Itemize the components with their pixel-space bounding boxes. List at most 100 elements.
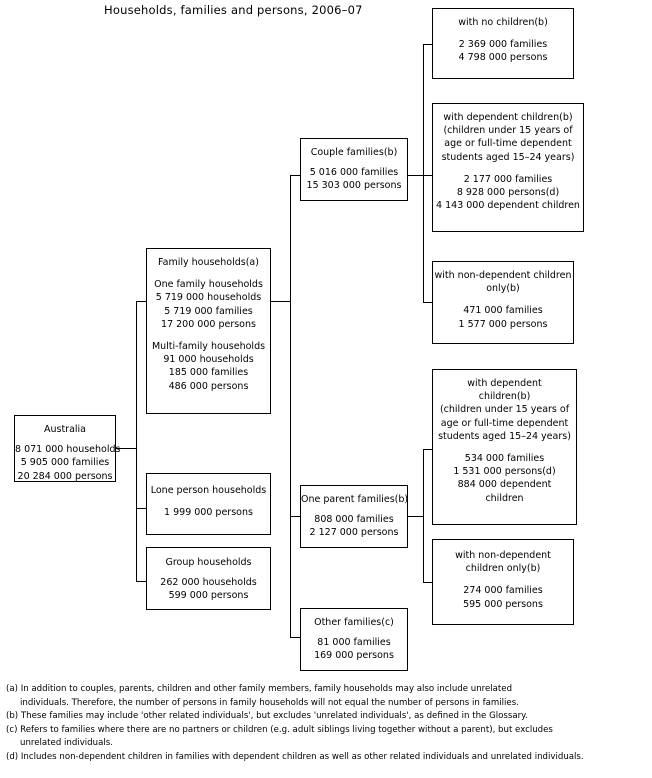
node-australia-header: Australia: [43, 424, 87, 435]
node-family-households[interactable]: Family households(a) One family househol…: [146, 248, 271, 414]
node-op-non-dependent-children[interactable]: with non-dependent children only(b) 274 …: [432, 539, 574, 625]
node-other-families-line-1: 169 000 persons: [314, 650, 394, 662]
node-couple-dependent-children-line-0: 2 177 000 families: [463, 173, 553, 185]
node-op-dependent-children-line-1: 1 531 000 persons(d): [453, 466, 556, 478]
footnote-c-line-2: unrelated individuals.: [20, 738, 113, 749]
node-family-households-group2-header: Multi-family households: [151, 341, 266, 353]
connector-to-group-households: [136, 581, 146, 582]
node-group-households-line-1: 599 000 persons: [168, 590, 249, 602]
footnote-a-line-2: individuals. Therefore, the number of pe…: [20, 697, 519, 708]
node-one-parent-families[interactable]: One parent families(b) 808 000 families …: [300, 485, 408, 548]
node-one-parent-families-line-1: 2 127 000 persons: [309, 527, 399, 539]
footnotes: (a) In addition to couples, parents, chi…: [6, 683, 646, 765]
connector-level2-spine: [136, 301, 137, 581]
node-other-families[interactable]: Other families(c) 81 000 families 169 00…: [300, 608, 408, 671]
spacer: [147, 269, 270, 278]
node-op-non-dependent-children-line-0: 274 000 families: [463, 585, 543, 597]
node-family-households-group1-line-1: 5 719 000 families: [164, 305, 253, 317]
node-family-households-header: Family households(a): [158, 257, 259, 268]
connector-to-op-dependent-children: [423, 449, 432, 450]
node-op-non-dependent-children-header-1: children only(b): [465, 563, 541, 575]
node-one-parent-families-line-0: 808 000 families: [314, 514, 394, 526]
node-family-households-group2-line-1: 185 000 families: [168, 367, 249, 379]
spacer: [15, 436, 115, 443]
node-op-non-dependent-children-line-1: 595 000 persons: [463, 598, 543, 610]
node-couple-dependent-children-header-1: (children under 15 years of: [443, 125, 573, 137]
node-couple-non-dependent-children-line-0: 471 000 families: [463, 305, 543, 317]
node-couple-non-dependent-children[interactable]: with non-dependent children only(b) 471 …: [432, 261, 574, 344]
node-other-families-header: Other families(c): [314, 617, 394, 628]
node-australia-line-1: 5 905 000 families: [20, 457, 110, 469]
node-couple-non-dependent-children-header-0: with non-dependent children: [434, 270, 572, 281]
connector-to-family-households: [136, 301, 146, 302]
node-couple-dependent-children-line-1: 8 928 000 persons(d): [456, 187, 560, 199]
spacer: [433, 295, 573, 304]
footnote-b: (b) These families may include 'other re…: [6, 711, 528, 722]
node-couple-non-dependent-children-line-1: 1 577 000 persons: [458, 318, 548, 330]
spacer: [147, 569, 270, 576]
node-couple-non-dependent-children-header-1: only(b): [486, 283, 520, 295]
node-group-households[interactable]: Group households 262 000 households 599 …: [146, 547, 271, 610]
node-couple-dependent-children[interactable]: with dependent children(b) (children und…: [432, 103, 584, 232]
node-couple-dependent-children-header-0: with dependent children(b): [443, 112, 573, 123]
connector-to-couple-non-dependent-children: [423, 302, 432, 303]
connector-to-op-non-dependent-children: [423, 582, 432, 583]
node-couple-dependent-children-header-3: students aged 15–24 years): [441, 151, 575, 163]
node-op-dependent-children-line-0: 534 000 families: [464, 453, 545, 465]
node-op-dependent-children-header-4: students aged 15–24 years): [438, 430, 571, 442]
connector-family-households-out: [271, 301, 290, 302]
connector-to-couple-dependent-children: [423, 175, 432, 176]
node-lone-person-households[interactable]: Lone person households 1 999 000 persons: [146, 473, 271, 535]
node-couple-families-line-0: 5 016 000 families: [309, 167, 399, 179]
node-australia[interactable]: Australia 8 071 000 households 5 905 000…: [14, 415, 121, 482]
node-family-households-group2-line-2: 486 000 persons: [168, 380, 249, 392]
node-op-dependent-children-line-2: 884 000 dependent: [457, 479, 552, 491]
node-family-households-group1-line-0: 5 719 000 households: [155, 292, 262, 304]
spacer: [433, 164, 583, 173]
connector-one-parent-children-spine: [423, 449, 424, 582]
node-couple-no-children-line-0: 2 369 000 families: [458, 39, 548, 51]
node-op-dependent-children-header-2: (children under 15 years of: [439, 404, 570, 416]
node-couple-no-children-header: with no children(b): [458, 17, 548, 28]
node-op-non-dependent-children-header-0: with non-dependent: [455, 550, 551, 561]
spacer: [433, 575, 573, 584]
footnote-d: (d) Includes non-dependent children in f…: [6, 751, 584, 762]
spacer: [433, 443, 576, 452]
node-couple-no-children[interactable]: with no children(b) 2 369 000 families 4…: [432, 8, 574, 79]
footnote-a-line-1: (a) In addition to couples, parents, chi…: [6, 684, 513, 694]
node-group-households-line-0: 262 000 households: [160, 577, 257, 589]
node-op-dependent-children[interactable]: with dependent children(b) (children und…: [432, 369, 577, 525]
connector-couple-families-out: [408, 175, 423, 176]
footnote-c-line-1: (c) Refers to families where there are n…: [6, 724, 553, 735]
node-op-dependent-children-header-1: children(b): [478, 391, 531, 403]
node-couple-families[interactable]: Couple families(b) 5 016 000 families 15…: [300, 138, 408, 201]
spacer: [301, 506, 407, 513]
connector-to-lone-person: [136, 508, 146, 509]
node-couple-no-children-line-1: 4 798 000 persons: [458, 52, 548, 64]
node-lone-person-households-line-0: 1 999 000 persons: [164, 507, 253, 519]
node-australia-line-0: 8 071 000 households: [15, 444, 121, 456]
node-group-households-header: Group households: [165, 557, 252, 568]
node-couple-dependent-children-header-2: age or full-time dependent: [444, 138, 572, 150]
node-couple-families-header: Couple families(b): [310, 147, 398, 158]
node-couple-dependent-children-line-2: 4 143 000 dependent children: [436, 200, 580, 212]
node-family-households-group1-line-2: 17 200 000 persons: [161, 318, 256, 330]
connector-to-one-parent-families: [290, 516, 300, 517]
page-title: Households, families and persons, 2006–0…: [104, 3, 363, 17]
spacer: [147, 497, 270, 506]
connector-couple-children-spine: [423, 44, 424, 302]
connector-to-couple-families: [290, 175, 300, 176]
node-other-families-line-0: 81 000 families: [317, 637, 391, 649]
spacer: [147, 331, 270, 340]
spacer: [301, 159, 407, 166]
connector-level3-spine: [290, 175, 291, 637]
node-one-parent-families-header: One parent families(b): [301, 494, 409, 505]
node-op-dependent-children-header-0: with dependent: [467, 378, 542, 389]
node-family-households-group2-line-0: 91 000 households: [163, 354, 254, 366]
connector-to-other-families: [290, 637, 300, 638]
node-op-dependent-children-header-3: age or full-time dependent: [440, 417, 569, 429]
connector-australia-out: [116, 448, 136, 449]
connector-one-parent-out: [408, 516, 423, 517]
node-lone-person-households-header: Lone person households: [150, 485, 267, 496]
